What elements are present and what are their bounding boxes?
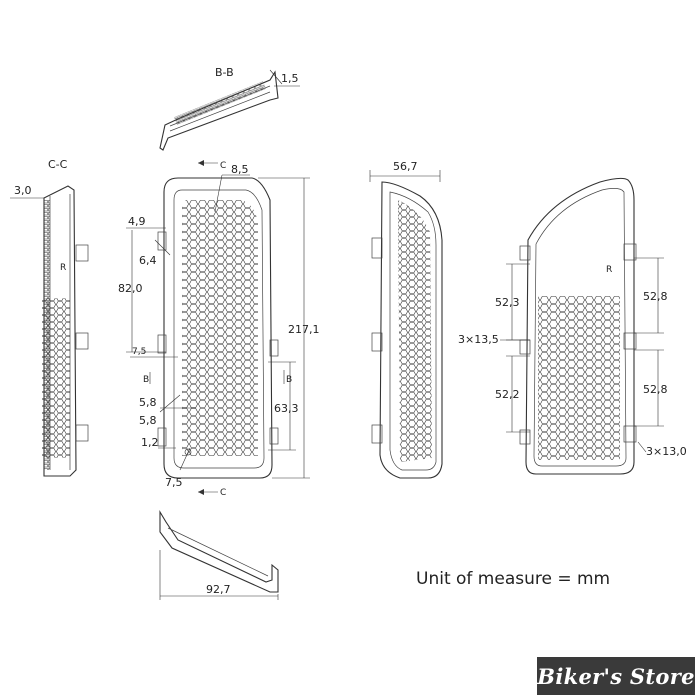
dim-3x13-0: 3×13,0 xyxy=(646,445,687,458)
bottom-profile-view: 92,7 xyxy=(159,510,279,600)
dim-4-9: 4,9 xyxy=(128,215,146,228)
section-cc-view: C-C R 3,0 xyxy=(10,158,89,477)
section-c-bottom: C xyxy=(220,488,226,498)
dim-63-3: 63,3 xyxy=(274,402,299,415)
dim-top-width: 8,5 xyxy=(231,163,249,176)
side-view: 56,7 xyxy=(369,160,443,479)
section-cc-label: C-C xyxy=(48,158,68,171)
dim-6-4: 6,4 xyxy=(139,254,157,267)
dim-3x13-5: 3×13,5 xyxy=(458,333,499,346)
dim-52-8-b: 52,8 xyxy=(643,383,668,396)
dim-52-3: 52,3 xyxy=(495,296,520,309)
dim-7-5-bottom: 7,5 xyxy=(165,476,183,489)
dim-52-2: 52,2 xyxy=(495,388,520,401)
back-view: R 52,3 3×13,5 52,2 52,8 52,8 3×13,0 xyxy=(458,177,687,475)
dim-length: 92,7 xyxy=(206,583,231,596)
dim-height: 217,1 xyxy=(288,323,320,336)
dim-5-8-a: 5,8 xyxy=(139,396,157,409)
side-mark-left: R xyxy=(60,263,66,273)
section-c-top: C xyxy=(220,161,226,171)
section-bb-view: B-B 1,5 xyxy=(159,66,300,151)
unit-note: Unit of measure = mm xyxy=(416,569,610,589)
dim-7-5-mid: 7,5 xyxy=(132,347,146,357)
dim-5-8-b: 5,8 xyxy=(139,414,157,427)
dim-depth: 56,7 xyxy=(393,160,418,173)
dim-52-8-a: 52,8 xyxy=(643,290,668,303)
side-mark-right: R xyxy=(606,265,612,275)
dim-82-0: 82,0 xyxy=(118,282,143,295)
dim-cc-thickness: 3,0 xyxy=(14,184,32,197)
brand-name: Biker's Store xyxy=(537,663,695,689)
section-b-left: B xyxy=(143,375,149,385)
front-view: C C B B 8,5 217,1 4,9 6,4 xyxy=(118,160,320,498)
brand-watermark: Biker's Store xyxy=(537,657,695,695)
dim-bb-thickness: 1,5 xyxy=(281,72,299,85)
section-b-right: B xyxy=(286,375,292,385)
section-bb-label: B-B xyxy=(215,66,234,79)
dim-1-2: 1,2 xyxy=(141,436,159,449)
